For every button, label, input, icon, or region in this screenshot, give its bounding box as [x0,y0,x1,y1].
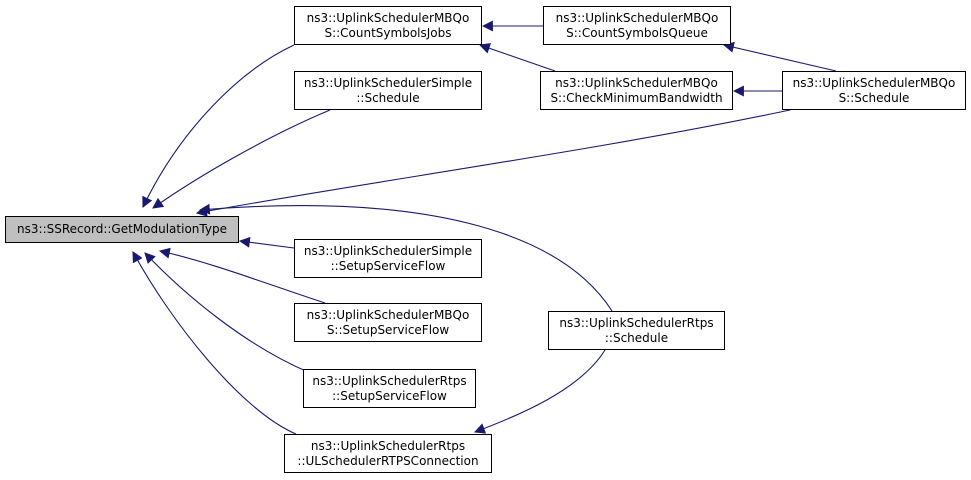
node-label-line: S::CheckMinimumBandwidth [550,90,723,105]
node-label-line: S::CountSymbolsQueue [566,25,708,40]
node-label-line: S::CountSymbolsJobs [324,25,452,40]
edge-rtps-setup-service-flow-to-get-modulation-type [144,252,309,373]
node-label-line: ns3::UplinkSchedulerRtps [310,438,466,453]
node-label-line: ns3::UplinkSchedulerMBQo [555,75,718,90]
edge-simple-schedule-to-get-modulation-type [152,109,331,209]
node-label-line: S::Schedule [838,90,910,105]
node-label-line: ns3::UplinkSchedulerMBQo [306,10,470,25]
node-simple-setup-service-flow[interactable]: ns3::UplinkSchedulerSimple ::SetupServic… [294,239,482,278]
edge-mbqos-schedule-to-mbqos-count-symbols-queue [722,41,837,72]
node-label-line: ns3::UplinkSchedulerSimple [303,243,473,258]
node-mbqos-count-symbols-queue[interactable]: ns3::UplinkSchedulerMBQo S::CountSymbols… [543,6,731,45]
node-label-line: ::SetupServiceFlow [330,258,446,273]
node-mbqos-check-minimum-bandwidth[interactable]: ns3::UplinkSchedulerMBQo S::CheckMinimum… [540,71,733,110]
node-label-line: ::Schedule [356,90,420,105]
node-label-line: S::SetupServiceFlow [326,322,450,337]
node-label-line: ::ULSchedulerRTPSConnection [297,453,479,468]
node-label-line: ns3::UplinkSchedulerSimple [303,75,473,90]
node-rtps-setup-service-flow[interactable]: ns3::UplinkSchedulerRtps ::SetupServiceF… [303,369,476,408]
node-mbqos-count-symbols-jobs[interactable]: ns3::UplinkSchedulerMBQo S::CountSymbols… [294,6,482,45]
edge-rtps-ul-scheduler-connection-to-get-modulation-type [132,251,297,435]
node-mbqos-schedule[interactable]: ns3::UplinkSchedulerMBQo S::Schedule [782,71,966,110]
node-label-line: ns3::UplinkSchedulerRtps [559,315,714,330]
edge-mbqos-count-symbols-jobs-to-get-modulation-type [142,44,295,208]
node-label-line: ns3::UplinkSchedulerRtps [312,373,467,388]
edge-mbqos-setup-service-flow-to-get-modulation-type [158,247,326,304]
node-rtps-schedule[interactable]: ns3::UplinkSchedulerRtps ::Schedule [548,311,725,350]
node-simple-schedule[interactable]: ns3::UplinkSchedulerSimple ::Schedule [294,71,482,110]
node-mbqos-setup-service-flow[interactable]: ns3::UplinkSchedulerMBQo S::SetupService… [294,303,482,342]
edge-rtps-schedule-to-rtps-ul-scheduler-connection [473,349,606,434]
edge-simple-setup-service-flow-to-get-modulation-type [238,236,295,249]
edge-rtps-schedule-to-get-modulation-type [198,203,613,312]
edge-mbqos-schedule-to-get-modulation-type [195,109,791,217]
node-label-line: ns3::UplinkSchedulerMBQo [792,75,956,90]
edge-mbqos-check-minimum-bandwidth-to-mbqos-count-symbols-jobs [478,43,556,72]
node-get-modulation-type: ns3::SSRecord::GetModulationType [5,216,239,243]
node-label-line: ns3::UplinkSchedulerMBQo [306,307,470,322]
node-rtps-ul-scheduler-connection[interactable]: ns3::UplinkSchedulerRtps ::ULSchedulerRT… [284,434,492,473]
node-label-line: ::SetupServiceFlow [332,388,447,403]
node-label-line: ::Schedule [604,330,669,345]
node-label-line: ns3::UplinkSchedulerMBQo [555,10,719,25]
node-label-line: ns3::SSRecord::GetModulationType [17,222,227,236]
